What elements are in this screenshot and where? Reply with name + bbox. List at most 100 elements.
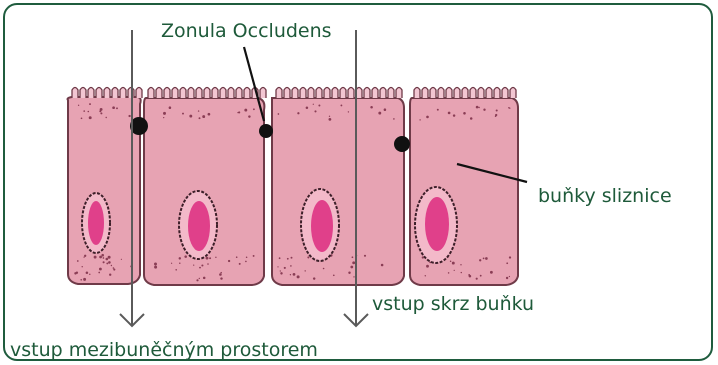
speckle [290,274,291,275]
speckle [182,113,184,115]
speckle [237,112,238,113]
speckle [280,270,281,271]
microvillus [88,88,94,99]
speckle [106,262,108,264]
speckle [348,111,349,112]
speckle [220,277,222,279]
speckle [248,115,250,117]
speckle [209,257,211,259]
microvillus [292,88,298,99]
speckle [478,107,479,108]
speckle [453,114,455,116]
speckle [384,108,387,111]
speckle [291,257,293,259]
speckle [304,270,305,271]
speckle [99,256,102,259]
microvillus [120,88,126,99]
microvillus [212,88,218,99]
speckle [103,261,105,263]
microvillus [308,88,314,99]
speckle [329,118,332,121]
speckle [179,257,181,259]
speckle [184,255,187,258]
microvillus [156,88,162,99]
microvillus [316,88,322,99]
speckle [350,266,353,269]
speckle [253,255,255,257]
speckle [163,117,164,118]
speckle [98,272,100,274]
microvillus [430,88,436,99]
microvillus [276,88,282,99]
speckle [89,274,90,275]
speckle [128,115,130,117]
speckle [495,114,497,116]
speckle [425,275,426,276]
speckle [121,259,122,260]
speckle [106,258,109,261]
microvillus [180,88,186,99]
speckle [154,263,157,266]
speckle [463,112,466,115]
speckle [101,254,104,257]
microvillus [510,88,516,99]
speckle [193,264,194,265]
microvillus [380,88,386,99]
zonula-occludens-label: Zonula Occludens [161,22,332,41]
microvillus [438,88,444,99]
microvillus [348,88,354,99]
speckle [163,112,166,115]
speckle [86,272,89,275]
speckle [103,257,105,259]
speckle [323,268,325,270]
speckle [83,278,86,281]
microvillus [136,88,142,99]
speckle [199,117,201,119]
speckle [509,256,511,258]
speckle [89,116,92,119]
speckle [450,261,452,263]
speckle [468,274,470,276]
microvillus [204,88,210,99]
speckle [112,106,115,109]
speckle [228,260,230,262]
speckle [370,106,373,109]
speckle [297,275,300,278]
speckle [78,105,79,106]
speckle [313,104,314,105]
speckle [290,265,292,267]
tight-junction-2 [259,124,273,138]
microvillus [494,88,500,99]
speckle [381,264,384,267]
microvillus [112,88,118,99]
speckle [74,272,76,274]
speckle [278,113,280,115]
speckle [437,109,439,111]
speckle [100,112,102,114]
speckle [378,112,381,115]
microvillus [340,88,346,99]
cell-1 [68,97,141,284]
speckle [506,262,508,264]
speckle [239,263,241,265]
microvillus [324,88,330,99]
speckle [280,272,282,274]
microvillus [244,88,250,99]
speckle [77,260,79,262]
microvillus [446,88,452,99]
speckle [109,274,111,276]
microvillus [164,88,170,99]
speckle [480,275,482,277]
speckle [476,278,478,280]
speckle [352,261,355,264]
microvillus [372,88,378,99]
microvillus [462,88,468,99]
speckle [333,274,335,276]
microvillus [478,88,484,99]
speckle [306,107,309,110]
microvillus [80,88,86,99]
speckle [279,257,281,259]
microvillus [486,88,492,99]
speckle [426,265,429,268]
